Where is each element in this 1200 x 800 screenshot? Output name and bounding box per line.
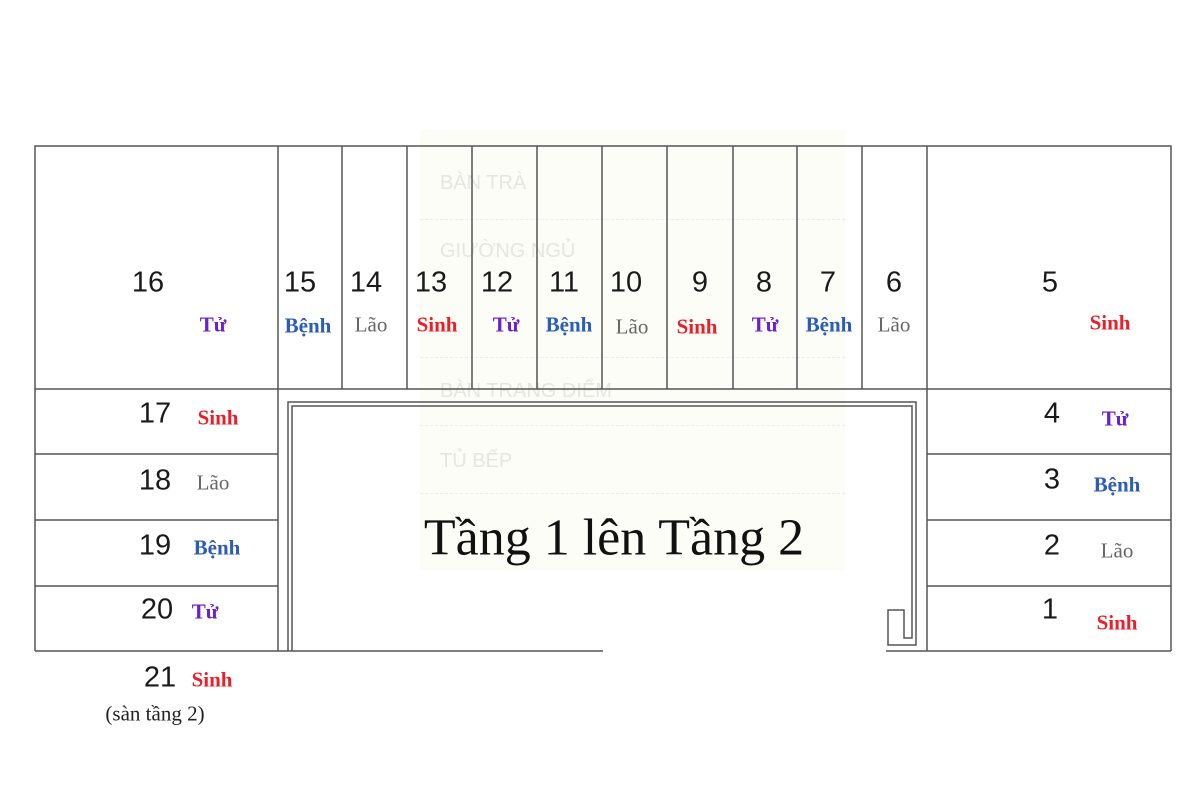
step-label: Bệnh — [1093, 472, 1141, 497]
step-label: Tử — [1101, 406, 1129, 431]
step-number: 9 — [691, 266, 709, 299]
step-label: Tử — [492, 312, 520, 337]
step-number: 19 — [138, 529, 172, 562]
step-number: 21 — [143, 661, 177, 694]
step-number: 5 — [1041, 266, 1059, 299]
watermark-divider — [420, 493, 845, 494]
step-number: 7 — [819, 266, 837, 299]
step-label: Bệnh — [545, 312, 593, 337]
step-label: Sinh — [416, 312, 458, 337]
step-label: Bệnh — [805, 312, 853, 337]
step-number: 1 — [1041, 593, 1059, 626]
step-label: Lão — [354, 312, 388, 337]
diagram-title: Tầng 1 lên Tầng 2 — [423, 509, 805, 567]
step-label: Sinh — [1089, 310, 1131, 335]
outer-frame — [34, 145, 1172, 390]
step-label: Lão — [615, 314, 649, 339]
step-label: Lão — [877, 312, 911, 337]
step-label: Sinh — [676, 314, 718, 339]
watermark-background — [420, 130, 845, 570]
step-number: 17 — [138, 397, 172, 430]
step-number: 6 — [885, 266, 903, 299]
step-number: 8 — [755, 266, 773, 299]
step-number: 18 — [138, 464, 172, 497]
watermark-text: GIƯỜNG NGỦ — [440, 240, 576, 262]
step-number: 4 — [1043, 397, 1061, 430]
step-number: 14 — [349, 266, 383, 299]
step-label: Sinh — [1096, 610, 1138, 635]
watermark-text: BÀN TRANG ĐIỂM — [440, 380, 612, 402]
step-label: Bệnh — [284, 313, 332, 338]
watermark-divider — [420, 219, 845, 220]
step-label: Tử — [191, 599, 219, 624]
step-label: Sinh — [191, 667, 233, 692]
watermark-divider — [420, 357, 845, 358]
watermark-divider — [420, 425, 845, 426]
step-label: Lão — [196, 470, 230, 495]
step-number: 15 — [283, 266, 317, 299]
step-number: 2 — [1043, 529, 1061, 562]
step-number: 10 — [609, 266, 643, 299]
watermark-text: TỦ BẾP — [440, 450, 513, 472]
step-number: 13 — [414, 266, 448, 299]
step-number: 11 — [548, 266, 580, 299]
step-label: Lão — [1100, 538, 1134, 563]
floor-note: (sàn tầng 2) — [105, 701, 205, 726]
step-label: Bệnh — [193, 535, 241, 560]
step-label: Sinh — [197, 405, 239, 430]
step-number: 12 — [480, 266, 514, 299]
step-number: 20 — [140, 593, 174, 626]
step-number: 16 — [131, 266, 165, 299]
step-number: 3 — [1043, 463, 1061, 496]
watermark-text: BÀN TRÀ — [440, 172, 527, 194]
step-label: Tử — [199, 312, 227, 337]
step-label: Tử — [751, 312, 779, 337]
